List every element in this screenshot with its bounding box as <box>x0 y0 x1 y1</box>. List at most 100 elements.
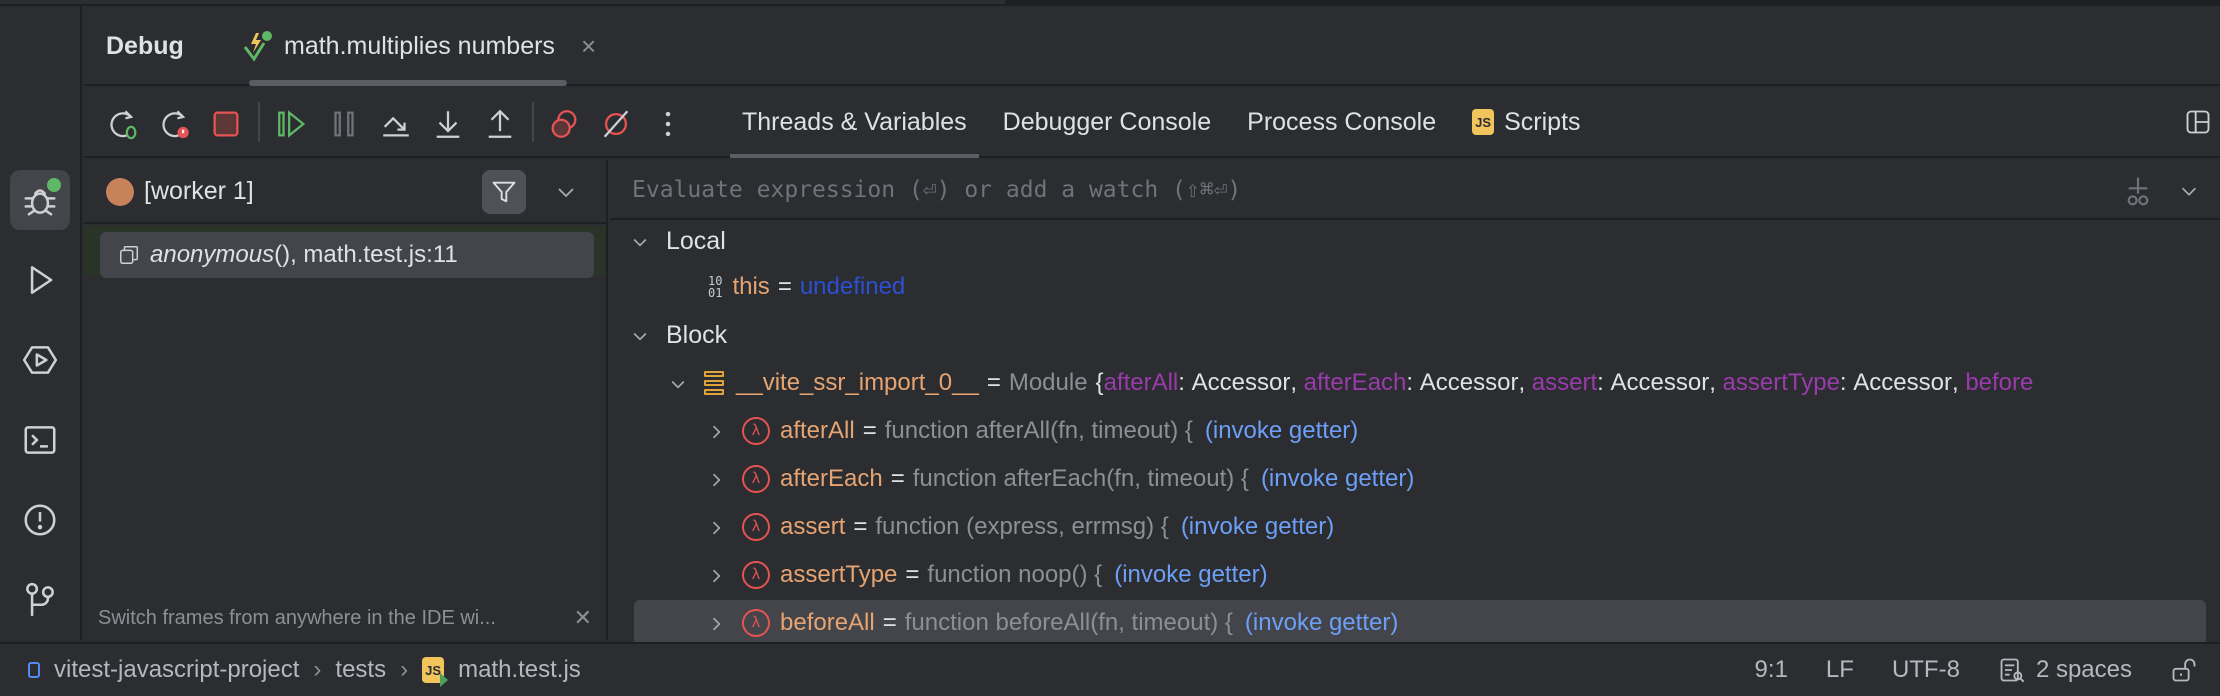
module-icon <box>704 371 724 395</box>
line-separator[interactable]: LF <box>1825 656 1854 683</box>
chevron-right-icon[interactable] <box>706 517 726 537</box>
variable-row-module[interactable]: __vite_ssr_import_0__ = Module { afterAl… <box>610 360 2220 406</box>
invoke-getter-link[interactable]: (invoke getter) <box>1244 609 1399 636</box>
stack-frame[interactable]: anonymous(), math.test.js:11 <box>100 232 594 278</box>
mute-breakpoints-button[interactable] <box>598 106 634 142</box>
invoke-getter-link[interactable]: (invoke getter) <box>1114 561 1268 588</box>
variable-value: function (express, errmsg) { <box>875 513 1169 540</box>
chevron-down-icon[interactable] <box>668 373 688 393</box>
chevron-right-icon[interactable] <box>706 469 726 489</box>
scope-local[interactable]: Local <box>610 218 2220 264</box>
js-test-file-icon: JS <box>422 657 449 687</box>
rerun-failed-button[interactable] <box>158 106 194 142</box>
layout-settings-icon[interactable] <box>2184 108 2212 136</box>
view-breakpoints-button[interactable] <box>546 106 582 142</box>
step-out-button[interactable] <box>482 106 518 142</box>
member-row[interactable]: λ afterEach = function afterEach(fn, tim… <box>610 456 2220 502</box>
function-icon: λ <box>742 561 770 589</box>
preview-key: afterEach <box>1303 369 1407 396</box>
invoke-getter-link[interactable]: (invoke getter) <box>1204 417 1359 444</box>
function-icon: λ <box>742 417 770 445</box>
tab-debugger-console[interactable]: Debugger Console <box>985 88 1229 156</box>
function-icon: λ <box>742 513 770 541</box>
scope-block[interactable]: Block <box>610 312 2220 358</box>
debug-tool-window-header: Debug math.multiplies numbers × <box>84 6 2220 86</box>
caret-position[interactable]: 9:1 <box>1754 656 1788 683</box>
pause-button[interactable] <box>326 106 362 142</box>
hint-text: Switch frames from anywhere in the IDE w… <box>98 606 496 629</box>
variable-value: function afterAll(fn, timeout) { <box>884 417 1193 444</box>
indent-settings[interactable]: 2 spaces <box>1998 656 2132 684</box>
evaluate-expression-input[interactable] <box>632 170 2032 210</box>
chevron-down-icon[interactable] <box>554 180 578 204</box>
debug-title: Debug <box>106 32 184 60</box>
step-into-button[interactable] <box>430 106 466 142</box>
variable-name: afterAll <box>780 417 855 444</box>
close-hint-icon[interactable]: ✕ <box>573 605 592 630</box>
stop-button[interactable] <box>208 106 244 142</box>
tab-scripts[interactable]: JS Scripts <box>1454 88 1598 156</box>
chevron-right-icon[interactable] <box>706 565 726 585</box>
preview-colon: : <box>1178 369 1192 396</box>
chevron-down-icon[interactable] <box>2178 180 2200 202</box>
add-watch-icon[interactable] <box>2122 174 2154 208</box>
editor-top-edge <box>0 0 2220 6</box>
equals-sign: = <box>905 561 920 588</box>
problems-icon <box>24 504 56 536</box>
thread-selector[interactable]: [worker 1] <box>84 160 606 224</box>
services-icon <box>22 346 58 374</box>
test-debug-icon <box>243 31 272 62</box>
member-row-selected[interactable]: λ beforeAll = function beforeAll(fn, tim… <box>634 600 2206 646</box>
chevron-right-icon[interactable] <box>706 421 726 441</box>
filter-frames-button[interactable] <box>482 170 526 214</box>
js-file-icon: JS <box>1472 109 1495 135</box>
file-encoding[interactable]: UTF-8 <box>1891 656 1960 683</box>
run-config-tab[interactable]: math.multiplies numbers × <box>242 26 596 66</box>
equals-sign: = <box>777 273 792 300</box>
tab-label: Process Console <box>1247 107 1437 136</box>
breadcrumb-folder[interactable]: tests <box>335 656 387 683</box>
equals-sign: = <box>890 465 905 492</box>
brace: { <box>1095 369 1104 396</box>
run-tab-label: math.multiplies numbers <box>284 31 555 60</box>
member-row[interactable]: λ afterAll = function afterAll(fn, timeo… <box>610 408 2220 454</box>
more-actions-button[interactable] <box>650 106 686 142</box>
status-indicators: 9:1 LF UTF-8 2 spaces <box>1755 656 2198 684</box>
variable-type: Module <box>1008 369 1088 396</box>
terminal-tool-button[interactable] <box>10 410 70 470</box>
tab-threads-variables[interactable]: Threads & Variables <box>724 88 985 158</box>
tab-process-console[interactable]: Process Console <box>1229 88 1454 156</box>
chevron-down-icon[interactable] <box>630 325 650 345</box>
tab-scroll-indicator <box>249 80 567 86</box>
rerun-debug-button[interactable] <box>106 106 142 142</box>
breakpoints-icon <box>551 110 577 138</box>
step-over-button[interactable] <box>378 106 414 142</box>
breadcrumb-project[interactable]: vitest-javascript-project <box>54 656 300 683</box>
preview-comma: , <box>1518 369 1532 396</box>
tab-label: Scripts <box>1504 107 1581 136</box>
preview-value: Accessor <box>1853 369 1952 396</box>
run-tool-button[interactable] <box>10 250 70 310</box>
chevron-down-icon[interactable] <box>630 231 650 251</box>
resume-button[interactable] <box>274 106 310 142</box>
problems-tool-button[interactable] <box>10 490 70 550</box>
invoke-getter-link[interactable]: (invoke getter) <box>1260 465 1415 492</box>
invoke-getter-link[interactable]: (invoke getter) <box>1180 513 1335 540</box>
mute-breakpoints-icon <box>603 110 629 138</box>
variable-name: beforeAll <box>780 609 875 636</box>
close-tab-icon[interactable]: × <box>580 30 597 61</box>
more-vertical-icon <box>665 111 671 137</box>
debugger-tabs: Threads & Variables Debugger Console Pro… <box>724 88 1599 158</box>
member-row[interactable]: λ assert = function (express, errmsg) { … <box>610 504 2220 550</box>
chevron-right-icon[interactable] <box>706 613 726 633</box>
stop-icon <box>213 111 239 137</box>
services-tool-button[interactable] <box>10 330 70 390</box>
debug-tool-button[interactable] <box>10 170 70 230</box>
git-tool-button[interactable] <box>10 570 70 630</box>
chevron-right-icon: › <box>313 656 322 683</box>
member-row[interactable]: λ assertType = function noop() { (invoke… <box>610 552 2220 598</box>
breadcrumb-file[interactable]: math.test.js <box>458 656 581 683</box>
unlock-icon[interactable] <box>2170 656 2198 684</box>
scope-label: Local <box>666 226 726 255</box>
